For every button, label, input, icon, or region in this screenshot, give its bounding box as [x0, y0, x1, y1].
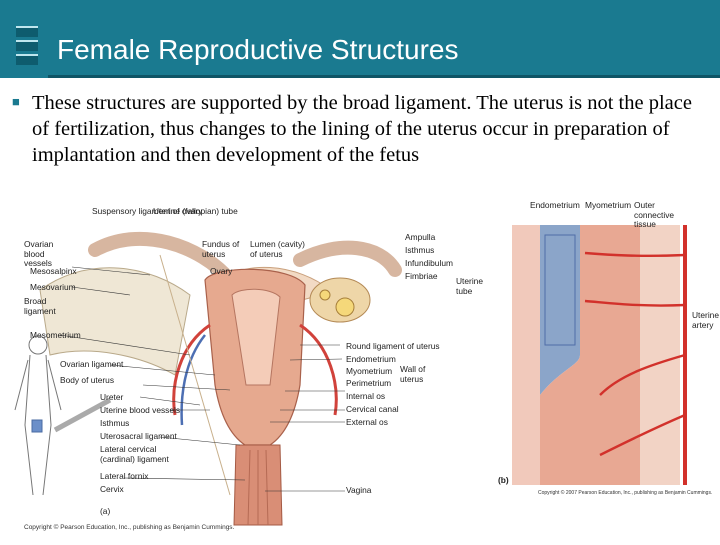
label-panel-a: (a) — [100, 507, 110, 517]
label-endometrium-a: Endometrium — [346, 355, 396, 365]
bullet-text: These structures are supported by the br… — [32, 90, 692, 168]
label-external-os: External os — [346, 418, 388, 428]
label-isthmus-tube: Isthmus — [405, 246, 434, 256]
label-cervix: Cervix — [100, 485, 124, 495]
label-ovarian-ligament: Ovarian ligament — [60, 360, 123, 370]
uterine-wall-drawing — [512, 225, 685, 485]
label-infundibulum: Infundibulum — [405, 259, 453, 269]
slide-title: Female Reproductive Structures — [57, 34, 459, 66]
label-myometrium-b: Myometrium — [585, 201, 631, 211]
label-lateral-cervical-ligament: Lateral cervical (cardinal) ligament — [100, 445, 170, 464]
label-uterine-artery: Uterine artery — [692, 311, 718, 330]
label-uterine-tube: Uterine (fallopian) tube — [153, 207, 238, 217]
figure-area: Suspensory ligament of ovary Uterine (fa… — [0, 195, 720, 540]
label-uterine-blood-vessels: Uterine blood vessels — [100, 406, 180, 416]
label-wall-of-uterus: Wall of uterus — [400, 365, 430, 384]
copyright-a: Copyright © Pearson Education, Inc., pub… — [24, 523, 234, 533]
label-round-ligament: Round ligament of uterus — [346, 342, 440, 352]
title-underline — [48, 75, 720, 78]
label-outer-connective-tissue: Outer connective tissue — [634, 201, 690, 230]
label-mesosalpinx: Mesosalpinx — [30, 267, 77, 277]
label-mesovarium: Mesovarium — [30, 283, 76, 293]
label-perimetrium: Perimetrium — [346, 379, 391, 389]
label-fundus: Fundus of uterus — [202, 240, 242, 259]
label-ovarian-blood-vessels: Ovarian blood vessels — [24, 240, 72, 269]
label-ureter: Ureter — [100, 393, 123, 403]
label-lumen: Lumen (cavity) of uterus — [250, 240, 310, 259]
label-lateral-fornix: Lateral fornix — [100, 472, 148, 482]
label-ampulla: Ampulla — [405, 233, 435, 243]
label-internal-os: Internal os — [346, 392, 385, 402]
label-broad-ligament: Broad ligament — [24, 297, 56, 316]
label-panel-b: (b) — [498, 476, 509, 486]
stacked-bars-logo-icon — [16, 26, 38, 66]
label-vagina: Vagina — [346, 486, 371, 496]
label-myometrium-a: Myometrium — [346, 367, 392, 377]
label-uterine-tube-bracket: Uterine tube — [456, 277, 486, 296]
square-bullet-icon: ■ — [12, 94, 20, 109]
label-endometrium-b: Endometrium — [530, 201, 580, 211]
label-cervical-canal: Cervical canal — [346, 405, 399, 415]
title-bar: Female Reproductive Structures — [0, 0, 720, 78]
label-body-of-uterus: Body of uterus — [60, 376, 114, 386]
label-fimbriae: Fimbriae — [405, 272, 438, 282]
label-uterosacral-ligament: Uterosacral ligament — [100, 432, 177, 442]
label-mesometrium: Mesometrium — [30, 331, 81, 341]
copyright-b: Copyright © 2007 Pearson Education, Inc.… — [538, 489, 712, 499]
label-ovary: Ovary — [210, 267, 232, 277]
label-isthmus: Isthmus — [100, 419, 129, 429]
